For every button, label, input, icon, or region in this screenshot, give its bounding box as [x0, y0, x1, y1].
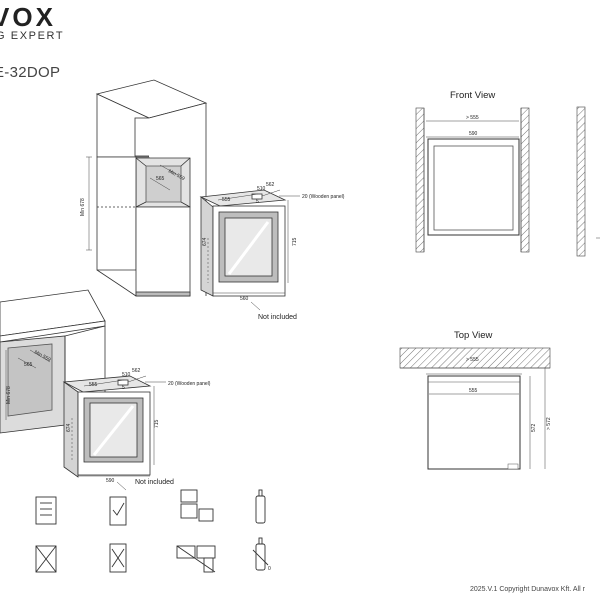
- tall-cabinet-drawing: [95, 79, 208, 297]
- dim-562-counter: 562: [132, 368, 141, 374]
- side-view-wall: [576, 106, 600, 257]
- dim-min678-counter: Min 678: [6, 386, 12, 404]
- dim-5-tall: 5: [256, 199, 259, 205]
- appliance-drawing-counter: [62, 375, 152, 478]
- dim-565-tall: 565: [156, 176, 165, 182]
- top-view-drawing: [399, 347, 551, 470]
- dim-674-counter: 674: [66, 423, 72, 432]
- brand-logo: VOX: [0, 2, 56, 32]
- bottle-crossed-icon: [252, 537, 269, 571]
- dim-555-tall: 555: [222, 197, 231, 203]
- do-not-lay-flat-crossed-icon: [35, 545, 57, 573]
- top-dim-gt572: > 572: [546, 417, 552, 430]
- tall-install-dims: [86, 156, 179, 251]
- bottle-upright-icon: [255, 489, 266, 524]
- do-not-lay-flat-icon: [35, 496, 57, 525]
- dim-590-counter: 590: [106, 478, 115, 484]
- dim-562-tall: 562: [266, 182, 275, 188]
- dim-510-tall: 510: [257, 186, 266, 192]
- top-view-title: Top View: [454, 330, 493, 341]
- top-dim-gt555: > 555: [466, 357, 479, 363]
- tall-appliance-dims: [207, 189, 300, 311]
- bottle-zero-label: 0: [268, 566, 271, 572]
- brand-tagline: G EXPERT: [0, 30, 65, 42]
- wooden-panel-label-counter: 20 (Wooden panel): [168, 381, 211, 387]
- model-number: E-32DOP: [0, 64, 61, 81]
- dim-715-counter: 715: [154, 419, 160, 428]
- dim-560-tall: 560: [240, 296, 249, 302]
- counter-cabinet-drawing: [0, 289, 106, 434]
- dim-5-counter: 5: [122, 385, 125, 391]
- front-dim-590: 590: [469, 131, 478, 137]
- hand-check-icon: [109, 496, 127, 526]
- dim-min678-tall: Min 678: [80, 198, 86, 216]
- hand-crossed-icon: [109, 543, 127, 573]
- copyright-footer: 2025.V.1 Copyright Dunavox Kft. All r: [470, 586, 585, 593]
- front-view-drawing: [415, 107, 530, 253]
- counter-cabinet-dims: [5, 349, 51, 420]
- not-included-label-counter: Not included: [135, 479, 174, 486]
- top-dim-555: 555: [469, 388, 478, 394]
- front-dim-gt555: > 555: [466, 115, 479, 121]
- top-dim-572: 572: [531, 423, 537, 432]
- stacked-boxes-icon: [180, 489, 214, 522]
- wooden-panel-label-tall: 20 (Wooden panel): [302, 194, 345, 200]
- dim-565-counter: 565: [24, 362, 33, 368]
- boxes-crossed-icon: [176, 545, 216, 573]
- appliance-drawing-tall: [199, 189, 287, 297]
- dim-555-counter: 555: [89, 382, 98, 388]
- dim-674-tall: 674: [202, 237, 208, 246]
- not-included-label-tall: Not included: [258, 314, 297, 321]
- counter-appliance-dims: [71, 375, 166, 491]
- front-view-title: Front View: [450, 90, 495, 101]
- dim-510-counter: 510: [122, 372, 131, 378]
- dim-715-tall: 715: [292, 237, 298, 246]
